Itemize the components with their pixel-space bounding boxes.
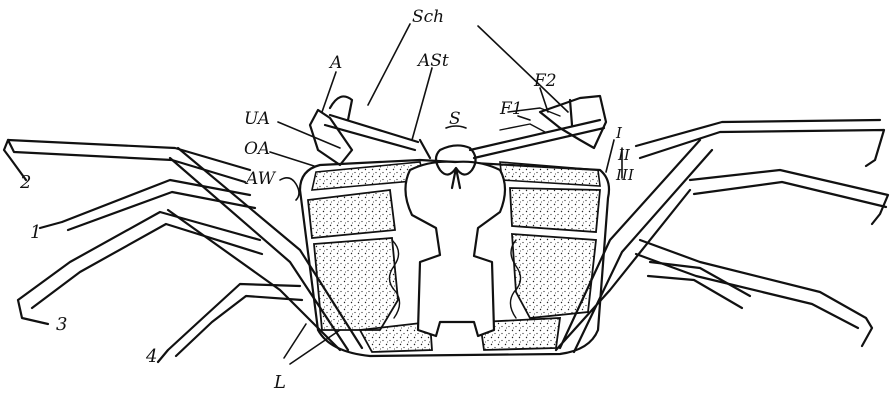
label-leg-3: 3 xyxy=(56,314,67,335)
leader-oa xyxy=(270,152,314,166)
label-a: A xyxy=(328,53,342,73)
leader-aw xyxy=(280,178,299,200)
sch-rod-left xyxy=(325,115,430,158)
central-sternum xyxy=(405,162,505,336)
label-f2: F2 xyxy=(533,71,557,91)
label-l: L xyxy=(273,372,286,393)
label-f1: F1 xyxy=(499,99,523,119)
left-sternal-plate-upper xyxy=(308,190,395,238)
left-leg-4 xyxy=(158,284,302,362)
label-leg-4: 4 xyxy=(145,346,157,367)
left-leg-2 xyxy=(4,140,250,182)
label-leg-2: 2 xyxy=(19,172,31,193)
antennule-F1 xyxy=(500,124,545,132)
left-sternal-plate-lower xyxy=(314,238,398,330)
left-leg-3 xyxy=(18,212,262,324)
front-stipple-band-right xyxy=(500,162,600,186)
right-leg-lower xyxy=(636,240,872,346)
right-sternal-plate-upper xyxy=(510,188,600,232)
label-ua: UA xyxy=(244,109,270,129)
carapace xyxy=(300,145,609,356)
right-leg-upper xyxy=(636,120,884,166)
leader-roman-1 xyxy=(606,140,614,172)
leader-a xyxy=(322,72,336,112)
right-sternal-plate-lower xyxy=(512,234,596,318)
label-sch: Sch xyxy=(412,7,444,27)
label-oa: OA xyxy=(244,139,270,159)
right-leg-mid xyxy=(690,170,888,224)
label-aw: AW xyxy=(244,169,277,189)
label-roman-1: I xyxy=(615,124,623,142)
label-roman-3: III xyxy=(615,166,635,184)
leader-sch xyxy=(368,24,568,112)
label-roman-2: II xyxy=(617,146,631,164)
label-leg-1: 1 xyxy=(30,222,41,243)
sch-rod-right xyxy=(470,120,604,158)
leader-ast xyxy=(412,68,432,140)
label-s: S xyxy=(449,109,461,129)
label-ast: ASt xyxy=(416,51,449,71)
